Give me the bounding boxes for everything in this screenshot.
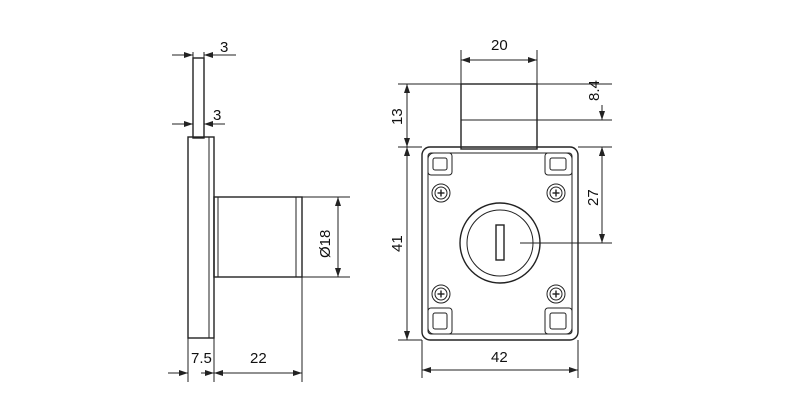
corner-notch-bottom-right — [544, 307, 573, 335]
dim-front-cylinder-width: 20 — [491, 37, 508, 54]
corner-notch-top-left — [427, 152, 453, 176]
screw-icon — [546, 183, 566, 203]
dim-side-shaft-width: 3 — [213, 107, 221, 124]
dim-front-height: 41 — [389, 235, 406, 252]
screw-icon — [546, 284, 566, 304]
dim-front-top-offset: 13 — [389, 108, 406, 125]
screw-icon — [431, 183, 451, 203]
side-view: 3 3 Ø18 7.5 22 — [168, 39, 350, 382]
dim-side-top-width: 3 — [220, 39, 228, 56]
screw-icon — [431, 284, 451, 304]
keyhole-slot — [495, 224, 505, 261]
dim-front-cylinder-projection: 8.4 — [586, 80, 603, 101]
dim-front-key-center: 27 — [585, 189, 602, 206]
front-bolt — [460, 83, 538, 150]
side-bolt — [192, 57, 205, 139]
dim-side-body-depth: 22 — [250, 350, 267, 367]
side-flange-plate — [187, 136, 215, 339]
front-view: 8.4 27 20 13 41 42 — [389, 37, 612, 378]
dim-side-flange-thickness: 7.5 — [191, 350, 212, 367]
dim-front-width: 42 — [491, 349, 508, 366]
side-cylinder-body — [213, 196, 303, 278]
corner-notch-top-right — [544, 152, 573, 176]
dim-cylinder-diameter: Ø18 — [317, 230, 334, 258]
corner-notch-bottom-left — [427, 307, 453, 335]
